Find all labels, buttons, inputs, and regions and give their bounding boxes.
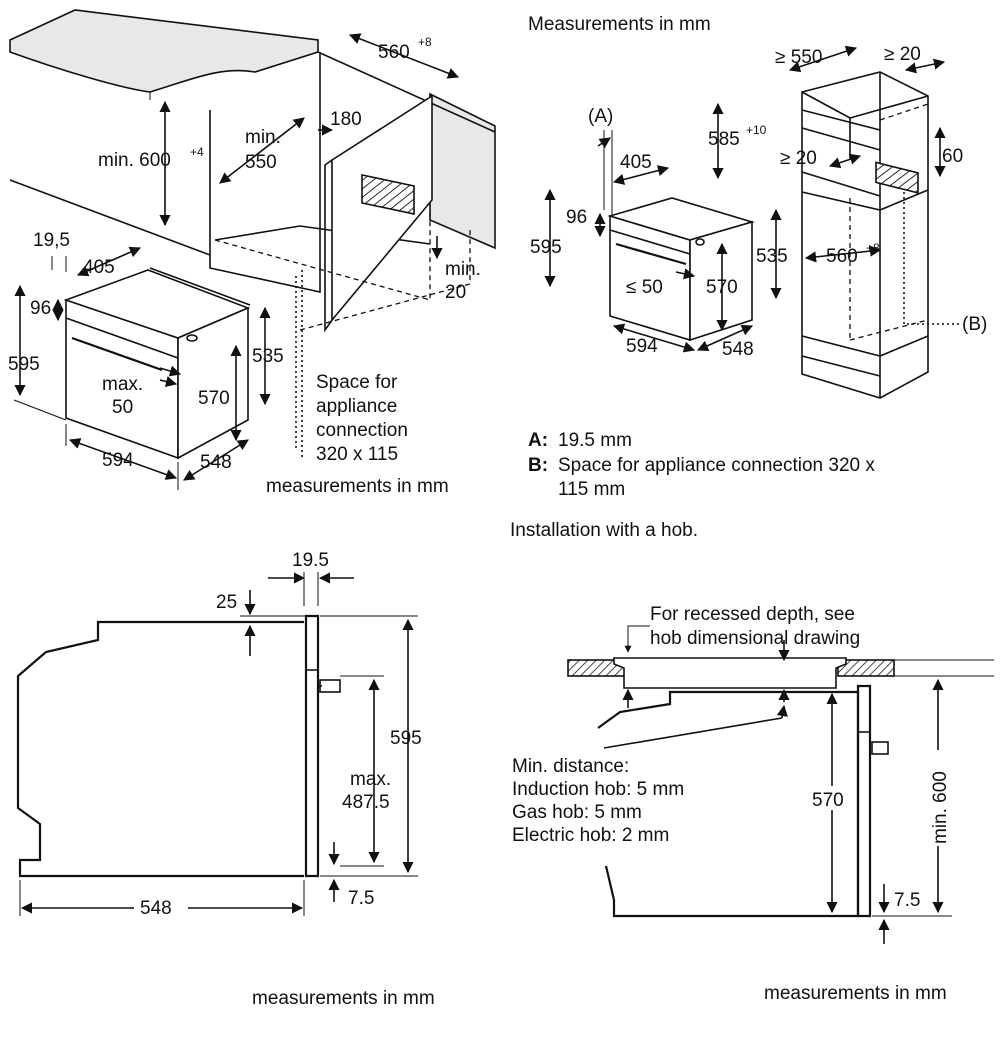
dim-inner-h-b: 570 — [706, 277, 738, 298]
label-a: (A) — [588, 106, 613, 127]
oven-c-profile — [16, 620, 304, 878]
panel-c-side-section: 19.5 25 595 max. 487.5 7.5 548 measureme… — [16, 550, 435, 1009]
worktop — [9, 9, 319, 93]
min-distance-2: Induction hob: 5 mm — [512, 779, 684, 800]
space-note-2: appliance — [316, 396, 397, 417]
label-b: (B) — [962, 314, 987, 335]
space-note-4: 320 x 115 — [316, 444, 398, 465]
dim-panel-b: 96 — [566, 207, 587, 228]
dim-max-c-2: 487.5 — [342, 792, 390, 813]
door-c — [304, 614, 320, 878]
dim-depth-c: 548 — [140, 898, 172, 919]
dim-front-offset: 19,5 — [33, 230, 70, 251]
panel-a-under-counter: 560 +8 min. 600 +4 min. 550 180 min. 20 … — [8, 9, 496, 497]
dim-bottom-1: max. — [102, 374, 143, 395]
min-distance-1: Min. distance: — [512, 756, 629, 777]
min-distance-3: Gas hob: 5 mm — [512, 802, 642, 823]
dim-niche-height: min. 600 — [98, 150, 171, 171]
tall-housing — [801, 71, 929, 399]
dim-height: 595 — [8, 354, 40, 375]
panel-b-title: Measurements in mm — [528, 14, 711, 35]
knob-d — [871, 741, 889, 755]
hob — [613, 657, 847, 689]
dim-col-gap: ≥ 20 — [884, 44, 921, 65]
dim-width: 594 — [102, 450, 134, 471]
dim-max-c-1: max. — [350, 769, 391, 790]
dim-bottom-d: 7.5 — [894, 890, 920, 911]
dim-col-height: 585 — [708, 129, 740, 150]
dim-bottom-b: ≤ 50 — [626, 277, 663, 298]
dim-niche-depth-2: 550 — [245, 152, 277, 173]
recess-note-1: For recessed depth, see — [650, 604, 855, 625]
space-note-1: Space for — [316, 372, 398, 393]
legend-b-text-2: 115 mm — [558, 479, 625, 500]
space-note-3: connection — [316, 420, 408, 441]
legend-b-text-1: Space for appliance connection 320 x — [558, 455, 875, 476]
caption-c: measurements in mm — [252, 988, 435, 1009]
dim-inner-d: 570 — [812, 790, 844, 811]
dim-top-c: 25 — [216, 592, 237, 613]
recess-note-2: hob dimensional drawing — [650, 628, 860, 649]
dim-rear-gap-2: 20 — [445, 282, 466, 303]
dim-bottom-c: 7.5 — [348, 888, 374, 909]
dim-body-depth: 548 — [200, 452, 232, 473]
dim-width-b: 594 — [626, 336, 658, 357]
dim-rear-gap-1: min. — [445, 259, 481, 280]
dim-inner-h: 570 — [198, 388, 230, 409]
dim-gap: 180 — [330, 109, 362, 130]
legend-b-key: B: — [528, 455, 548, 476]
dim-front-c: 19.5 — [292, 550, 329, 571]
dim-panel: 96 — [30, 298, 51, 319]
dim-depth: 405 — [83, 257, 115, 278]
dim-body-depth-b: 548 — [722, 339, 754, 360]
dim-cabinet-h: 535 — [252, 346, 284, 367]
dim-vent: 60 — [942, 146, 963, 167]
dim-height-c: 595 — [390, 728, 422, 749]
door-d — [856, 684, 872, 918]
dim-bottom-2: 50 — [112, 397, 133, 418]
panel-d-hob-installation: Installation with a hob. For recessed de… — [510, 520, 994, 1004]
dim-height-b: 595 — [530, 237, 562, 258]
min-distance-4: Electric hob: 2 mm — [512, 825, 669, 846]
dim-niche-depth-1: min. — [245, 127, 281, 148]
knob-c — [319, 679, 341, 693]
dim-sup: +8 — [866, 241, 880, 255]
dim-sup: +8 — [418, 35, 432, 49]
caption-a: measurements in mm — [266, 476, 449, 497]
legend-a-text: 19.5 mm — [558, 430, 632, 451]
connection-space-b — [875, 161, 919, 194]
dim-col-gap2: ≥ 20 — [780, 148, 817, 169]
panel-d-title: Installation with a hob. — [510, 520, 698, 541]
dim-depth-b: 405 — [620, 152, 652, 173]
dim-col-depth: ≥ 550 — [775, 47, 822, 68]
dim-worktop-depth: 560 — [378, 42, 410, 63]
dim-sup: +10 — [746, 123, 767, 137]
dim-cabinet-h-b: 535 — [756, 246, 788, 267]
connection-space-a — [361, 173, 415, 215]
dim-niche-d: min. 600 — [930, 771, 951, 844]
caption-d: measurements in mm — [764, 983, 947, 1004]
dim-niche-w: 560 — [826, 246, 858, 267]
legend-a-key: A: — [528, 430, 548, 451]
dim-sup: +4 — [190, 145, 204, 159]
panel-b-tall-unit: Measurements in mm ≥ 550 ≥ 20 585 +10 ≥ … — [528, 14, 987, 500]
side-panel — [331, 94, 433, 323]
